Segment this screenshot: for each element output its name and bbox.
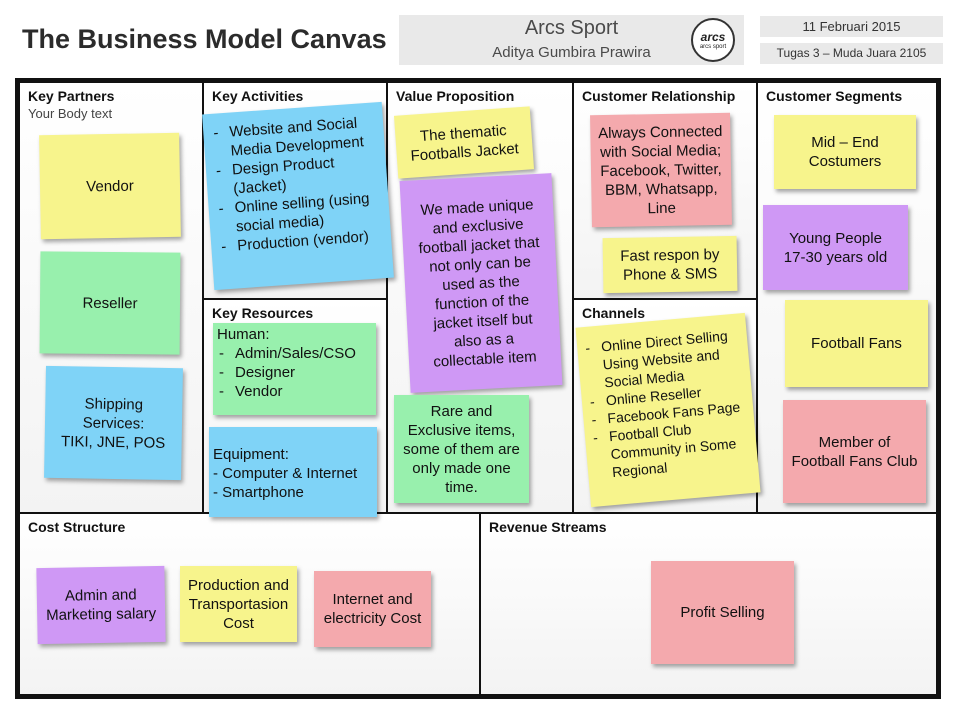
note-text: Rare and Exclusive items, some of them a… xyxy=(403,402,520,496)
sticky-note-channels: Online Direct Selling Using Website and … xyxy=(575,312,761,508)
note-text: Admin and Marketing salary xyxy=(45,586,157,624)
sticky-note-admin-salary: Admin and Marketing salary xyxy=(36,565,166,645)
note-text: Football Fans xyxy=(811,335,902,352)
section-title: Key Activities xyxy=(212,88,304,104)
header-info-box: Arcs Sport Aditya Gumbira Prawira arcs a… xyxy=(399,15,744,65)
note-text: Mid – End Costumers xyxy=(808,134,882,170)
note-text: Fast respon by Phone & SMS xyxy=(620,245,720,284)
note-text: Vendor xyxy=(86,177,134,195)
note-text: Equipment: - Computer & Internet - Smart… xyxy=(213,446,358,501)
human-item: Vendor xyxy=(217,382,356,401)
arcs-logo: arcs arcs sport xyxy=(691,18,735,62)
section-title: Revenue Streams xyxy=(489,519,607,535)
section-title: Customer Segments xyxy=(766,88,903,104)
page-title: The Business Model Canvas xyxy=(22,24,387,54)
section-title: Channels xyxy=(582,305,646,321)
human-item: Admin/Sales/CSO xyxy=(217,344,356,363)
section-title: Key Partners xyxy=(28,88,115,104)
section-title: Value Proposition xyxy=(396,88,515,104)
note-text: We made unique and exclusive football ja… xyxy=(418,195,540,371)
sticky-note-young-people: Young People 17-30 years old xyxy=(763,205,908,290)
sticky-note-member: Member of Football Fans Club xyxy=(783,400,926,503)
note-text: Young People 17-30 years old xyxy=(783,229,888,266)
human-item: Designer xyxy=(217,363,356,382)
note-text: Member of Football Fans Club xyxy=(791,433,918,470)
section-subtitle: Your Body text xyxy=(28,106,113,121)
sticky-note-unique: We made unique and exclusive football ja… xyxy=(399,173,563,393)
date-label: 11 Februari 2015 xyxy=(760,16,943,37)
section-title: Customer Relationship xyxy=(582,88,736,104)
logo-subtext: arcs sport xyxy=(699,44,727,50)
note-text: Shipping Services: TIKI, JNE, POS xyxy=(60,394,166,452)
sticky-note-mid-end: Mid – End Costumers xyxy=(774,115,916,189)
note-text: Reseller xyxy=(82,294,138,312)
sticky-note-fast-respon: Fast respon by Phone & SMS xyxy=(602,235,738,294)
human-label: Human: xyxy=(217,326,270,343)
sticky-note-always-connected: Always Connected with Social Media; Face… xyxy=(590,112,732,228)
sticky-note-production-cost: Production and Transportasion Cost xyxy=(180,566,297,642)
sticky-note-human-resources: Human: Admin/Sales/CSO Designer Vendor xyxy=(213,323,376,415)
note-text: Profit Selling xyxy=(680,604,765,621)
note-text: Always Connected with Social Media; Face… xyxy=(598,122,723,217)
task-label: Tugas 3 – Muda Juara 2105 xyxy=(760,43,943,64)
sticky-note-profit: Profit Selling xyxy=(651,561,794,664)
sticky-note-activities: Website and Social Media Development Des… xyxy=(202,101,394,291)
activities-list: Website and Social Media Development Des… xyxy=(211,112,384,256)
note-text: Internet and electricity Cost xyxy=(323,591,422,627)
sticky-note-internet-cost: Internet and electricity Cost xyxy=(314,571,431,647)
sticky-note-vendor: Vendor xyxy=(39,132,181,240)
sticky-note-reseller: Reseller xyxy=(39,251,181,355)
note-text: The thematic Footballs Jacket xyxy=(409,121,520,165)
sticky-note-rare: Rare and Exclusive items, some of them a… xyxy=(394,395,529,503)
section-title: Key Resources xyxy=(212,305,314,321)
section-title: Cost Structure xyxy=(28,519,126,535)
sticky-note-thematic: The thematic Footballs Jacket xyxy=(393,106,535,179)
sticky-note-football-fans: Football Fans xyxy=(785,300,928,387)
human-list: Admin/Sales/CSO Designer Vendor xyxy=(217,344,356,401)
note-text: Production and Transportasion Cost xyxy=(188,576,289,632)
company-name: Arcs Sport xyxy=(524,17,619,39)
sticky-note-equipment: Equipment: - Computer & Internet - Smart… xyxy=(209,427,377,517)
human-resources-content: Human: Admin/Sales/CSO Designer Vendor xyxy=(217,326,356,401)
logo-text: arcs xyxy=(700,30,726,44)
author-name: Aditya Gumbira Prawira xyxy=(492,44,651,61)
channels-list: Online Direct Selling Using Website and … xyxy=(583,325,753,482)
sticky-note-shipping: Shipping Services: TIKI, JNE, POS xyxy=(44,365,183,481)
